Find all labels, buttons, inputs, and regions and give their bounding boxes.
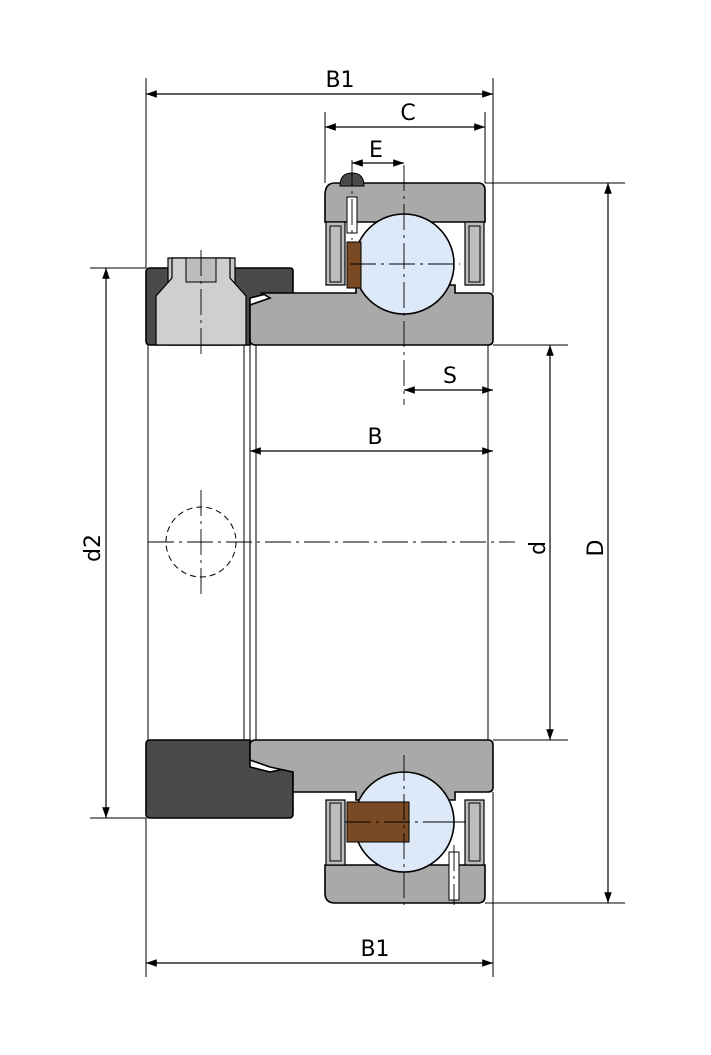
seal-top-left-lip (329, 225, 342, 283)
seal-bottom-left-lip (329, 802, 342, 862)
outer-ring-top (324, 182, 486, 223)
label-d2: d2 (81, 534, 106, 562)
bore-area (148, 345, 493, 740)
seal-bottom-right-lip (468, 802, 481, 862)
seal-top-right-lip (468, 225, 481, 283)
label-d-outer: D (584, 540, 609, 557)
seal-bottom-right (464, 799, 485, 866)
label-b1-bottom: B1 (360, 937, 389, 962)
seals (325, 221, 485, 866)
seal-top-right (464, 221, 485, 286)
label-b1-top: B1 (325, 68, 354, 93)
label-b: B (367, 425, 382, 450)
collar-bottom (145, 739, 294, 819)
outer-ring (324, 172, 486, 904)
outer-ring-bottom (324, 864, 486, 904)
seal-bottom-left (325, 799, 346, 866)
label-d: d (526, 541, 551, 555)
cage-top-front (346, 241, 362, 289)
label-e: E (369, 138, 383, 163)
seal-top-left (325, 221, 346, 286)
label-c: C (400, 101, 415, 126)
set-screw-hole-hidden (165, 506, 237, 578)
label-s: S (443, 364, 457, 389)
